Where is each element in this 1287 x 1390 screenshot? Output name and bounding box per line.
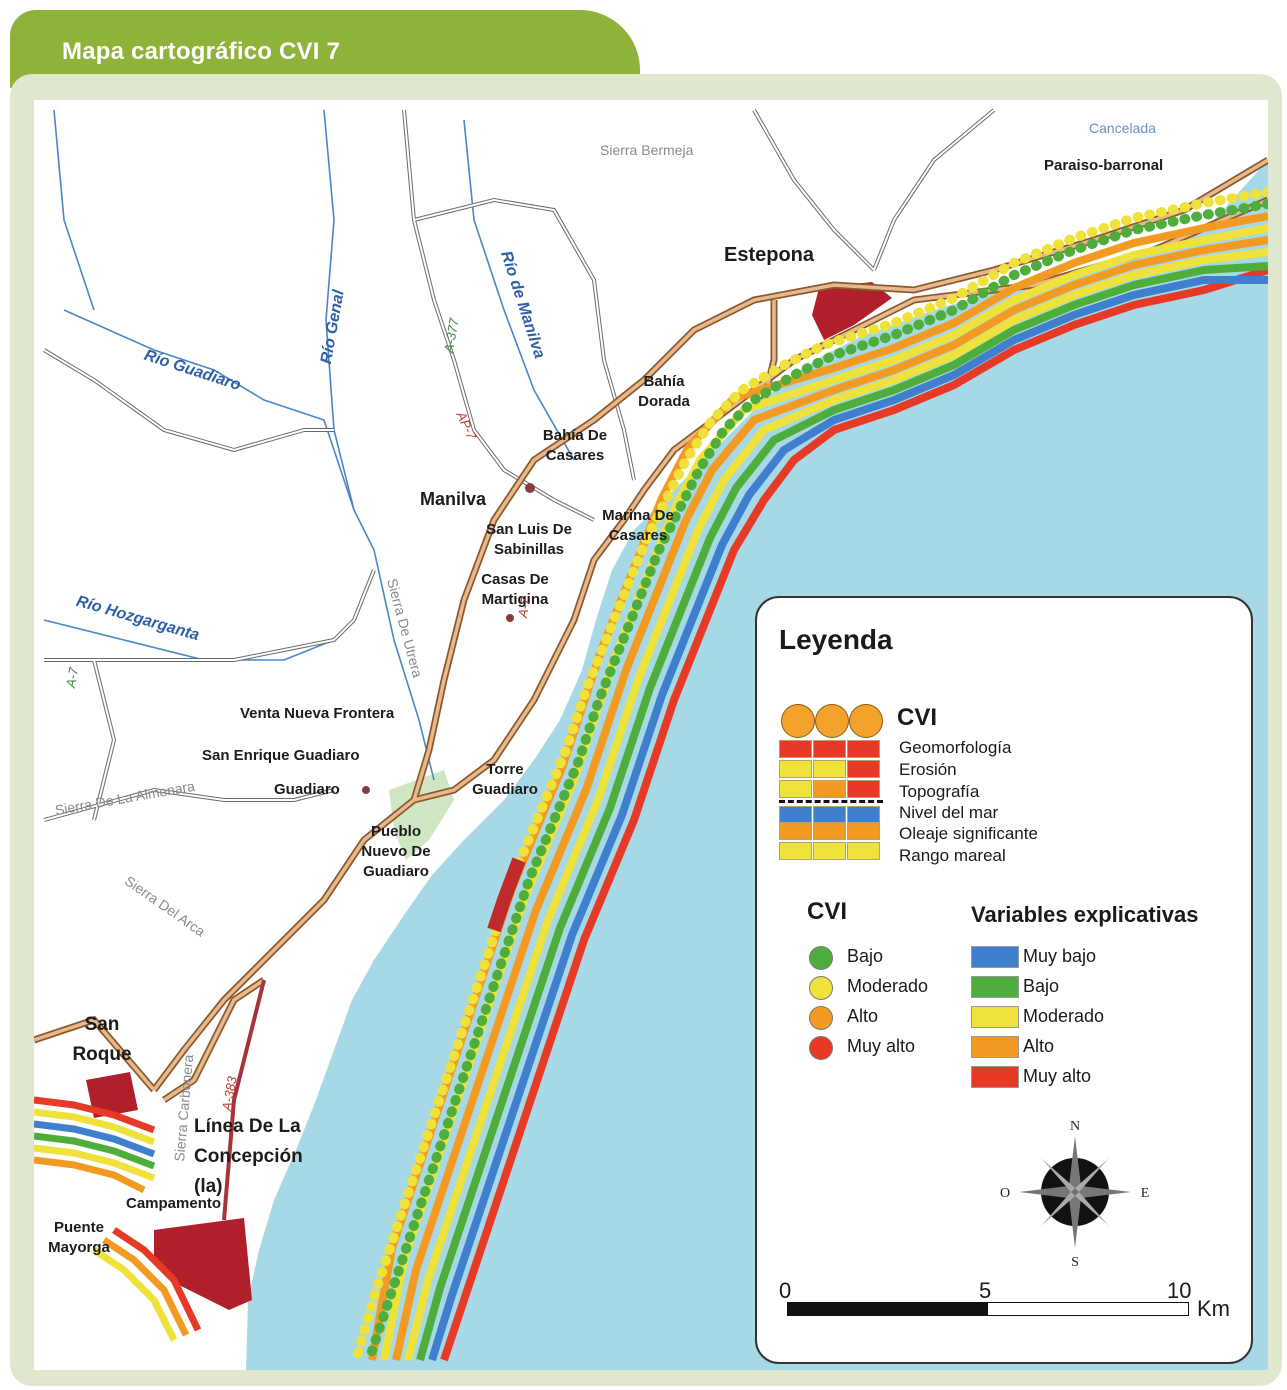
variable-class-swatch <box>971 976 1019 998</box>
variable-class-label: Muy alto <box>1023 1066 1092 1086</box>
cvi-symbol-dot <box>781 704 815 738</box>
structure-label: Geomorfología <box>899 738 1012 757</box>
scale-tick-10: 10 <box>1167 1278 1192 1303</box>
structure-swatch <box>847 822 880 840</box>
river-lines <box>43 109 575 781</box>
label-san-luis: San Luis De Sabinillas <box>486 521 572 558</box>
variable-class-swatch <box>971 946 1019 968</box>
structure-label: Nivel del mar <box>899 803 999 822</box>
variable-class-label: Alto <box>1023 1036 1055 1056</box>
structure-swatch <box>779 822 812 840</box>
label-guadiaro: Guadiaro <box>274 781 340 798</box>
compass-rose-icon: N S E O <box>1000 1119 1150 1266</box>
label-bahia-casares: Bahía De Casares <box>542 427 608 464</box>
town-markers <box>362 483 535 794</box>
structure-swatch <box>779 740 812 758</box>
structure-label: Rango mareal <box>899 846 1006 865</box>
cvi-hotspot <box>487 857 526 933</box>
cvi-symbol-dot <box>815 704 849 738</box>
scale-tick-5: 5 <box>979 1278 992 1303</box>
compass-s: S <box>1071 1255 1079 1266</box>
cvi-class-dot <box>809 946 833 970</box>
cvi-class-dot <box>809 1036 833 1060</box>
structure-swatch <box>813 760 846 778</box>
cvi-class-label: Moderado <box>847 976 929 996</box>
structure-swatch <box>847 740 880 758</box>
label-casas-martigina: Casas De Martigina <box>481 571 549 608</box>
structure-label: Topografía <box>899 782 980 801</box>
page-title: Mapa cartográfico CVI 7 <box>62 38 341 65</box>
variable-class-swatch <box>971 1006 1019 1028</box>
legend-cvi-label: CVI <box>897 704 938 731</box>
label-torre-guadiaro: Torre Guadiaro <box>472 761 538 798</box>
urban-san-roque <box>86 1072 138 1118</box>
urban-estepona <box>812 282 892 340</box>
structure-label: Erosión <box>899 760 957 779</box>
secondary-roads-inner <box>43 109 995 821</box>
label-pueblo-nuevo: Pueblo Nuevo De Guadiaro <box>361 823 431 880</box>
variable-class-swatch <box>971 1036 1019 1058</box>
cvi-class-label: Alto <box>847 1006 879 1026</box>
cvi-class-dot <box>809 1006 833 1030</box>
label-bahia-dorada: Bahía Dorada <box>638 373 690 410</box>
label-puente-mayorga: Puente Mayorga <box>48 1219 110 1256</box>
cvi-symbol-dot <box>849 704 883 738</box>
road-a383 <box>222 979 266 1221</box>
cvi-class-dot <box>809 976 833 1000</box>
label-cancelada: Cancelada <box>1089 120 1156 136</box>
label-estepona: Estepona <box>724 244 815 266</box>
label-paraiso: Paraiso-barronal <box>1044 157 1164 174</box>
label-linea: Línea De La Concepción (la) <box>194 1116 303 1197</box>
variable-class-label: Bajo <box>1023 976 1060 996</box>
cvi-symbol-row <box>779 702 883 738</box>
label-venta-nueva: Venta Nueva Frontera <box>240 705 395 722</box>
structure-swatch <box>847 780 880 798</box>
variables-heading: Variables explicativas <box>971 902 1199 927</box>
structure-label: Oleaje significante <box>899 824 1038 843</box>
label-san-enrique: San Enrique Guadiaro <box>202 747 360 764</box>
structure-divider <box>779 800 883 803</box>
structure-swatch <box>813 740 846 758</box>
label-campamento: Campamento <box>126 1195 222 1212</box>
label-san-roque: San Roque <box>72 1014 132 1065</box>
scale-tick-0: 0 <box>779 1278 792 1303</box>
structure-swatch <box>779 760 812 778</box>
variable-class-label: Moderado <box>1023 1006 1105 1026</box>
structure-swatch <box>813 822 846 840</box>
structure-swatches <box>779 740 883 862</box>
cvi-dots <box>351 187 1268 1365</box>
structure-swatch <box>813 780 846 798</box>
label-marina-casares: Marina De Casares <box>602 507 674 544</box>
scale-bar-filled <box>788 1303 988 1315</box>
compass-n: N <box>1070 1119 1080 1134</box>
scale-unit: Km <box>1197 1296 1230 1321</box>
structure-swatch <box>847 842 880 860</box>
variable-class-swatch <box>971 1066 1019 1088</box>
structure-swatch <box>779 842 812 860</box>
variable-class-label: Muy bajo <box>1023 946 1097 966</box>
cvi-class-label: Muy alto <box>847 1036 916 1056</box>
structure-swatch <box>813 842 846 860</box>
urban-linea <box>154 1218 252 1310</box>
cvi-class-label: Bajo <box>847 946 884 966</box>
structure-swatch <box>847 760 880 778</box>
label-manilva: Manilva <box>420 489 487 509</box>
bay-bands <box>34 1096 202 1342</box>
structure-swatch <box>779 780 812 798</box>
scale-bar <box>787 1302 1189 1316</box>
compass-w: O <box>1000 1186 1010 1201</box>
legend-title: Leyenda <box>779 624 893 655</box>
compass-e: E <box>1141 1186 1150 1201</box>
label-sierra-bermeja: Sierra Bermeja <box>600 142 694 158</box>
cvi-heading: CVI <box>807 898 848 925</box>
